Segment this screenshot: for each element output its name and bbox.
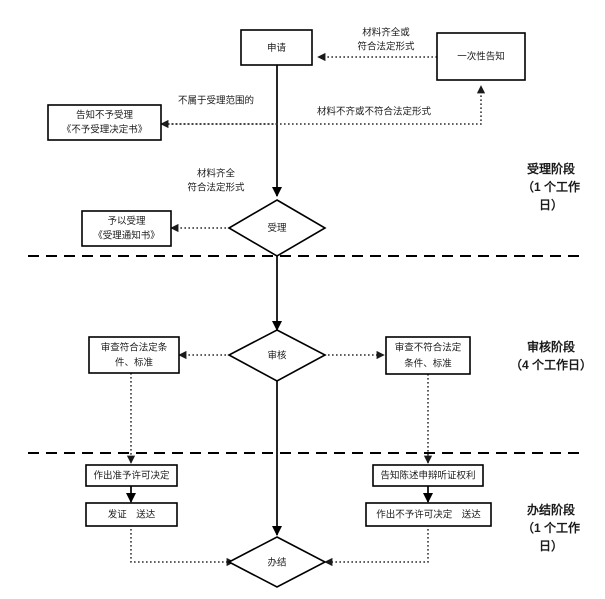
stage-review-line1: 审核阶段 [527,339,576,354]
stage-completion-line2: （1 个工作 [522,520,580,535]
edge-issue-to-complete [130,525,235,567]
node-reject-notice-label-2: 《不予受理决定书》 [62,124,148,136]
stage-review-line2: （4 个工作日） [510,357,592,372]
node-reject-notice[interactable]: 告知不予受理 《不予受理决定书》 [47,104,162,141]
node-hearing-rights[interactable]: 告知陈述申辩听证权利 [372,464,484,487]
edge-label-materials-incomplete: 材料不齐或不符合法定形式 [317,106,432,118]
node-accept-label: 受理 [267,222,287,234]
stage-acceptance-line1: 受理阶段 [527,161,576,176]
node-complete-label: 办结 [267,557,286,569]
node-accept-notice[interactable]: 予以受理 《受理通知书》 [81,210,172,247]
node-complete[interactable]: 办结 [227,536,327,588]
stage-acceptance-line3: 日） [539,197,563,212]
node-review[interactable]: 审核 [227,329,327,382]
node-review-pass[interactable]: 审查符合法定条 件、标准 [88,336,180,374]
node-review-pass-label-2: 件、标准 [115,357,154,369]
stage-completion-line1: 办结阶段 [527,502,576,517]
node-hearing-rights-label: 告知陈述申辩听证权利 [380,470,475,482]
stage-completion-line3: 日） [539,538,563,553]
node-one-time-notice-label: 一次性告知 [457,51,505,63]
node-issue-deliver[interactable]: 发证 送达 [85,502,178,527]
node-apply[interactable]: 申请 [240,29,313,66]
node-review-fail[interactable]: 审查不符合法定 条件、标准 [385,336,471,375]
stage-label-completion: 办结阶段 （1 个工作 日） [522,502,580,553]
edge-label-materials-complete-2: 符合法定形式 [187,182,245,194]
node-grant-decision[interactable]: 作出准予许可决定 [85,464,178,487]
node-deny-decision-label: 作出不予许可决定 送达 [376,509,481,521]
node-accept-notice-label-2: 《受理通知书》 [93,230,160,242]
edge-label-not-in-scope: 不属于受理范围的 [178,95,254,107]
node-review-fail-label-2: 条件、标准 [404,358,452,370]
node-accept[interactable]: 受理 [227,199,327,257]
node-review-label: 审核 [267,350,287,362]
stage-label-acceptance: 受理阶段 （1 个工作 日） [522,161,580,212]
node-apply-label: 申请 [267,42,287,54]
edge-incomplete-to-onetime [164,85,486,125]
node-one-time-notice[interactable]: 一次性告知 [436,32,526,81]
edge-deny-to-complete [324,525,429,567]
node-accept-notice-label-1: 予以受理 [107,215,146,227]
edge-label-materials-complete-or-legal-2: 符合法定形式 [357,41,415,53]
node-review-fail-label-1: 审查不符合法定 [395,342,462,354]
node-deny-decision[interactable]: 作出不予许可决定 送达 [365,502,492,527]
stage-acceptance-line2: （1 个工作 [522,179,580,194]
node-reject-notice-label-1: 告知不予受理 [76,109,134,121]
node-review-pass-label-1: 审查符合法定条 [101,342,168,354]
stage-label-review: 审核阶段 （4 个工作日） [510,339,592,372]
node-grant-decision-label: 作出准予许可决定 [93,470,170,482]
node-issue-deliver-label: 发证 送达 [108,509,156,521]
edge-label-materials-complete-or-legal-1: 材料齐全或 [362,27,410,39]
edge-label-materials-complete-1: 材料齐全 [197,168,236,180]
